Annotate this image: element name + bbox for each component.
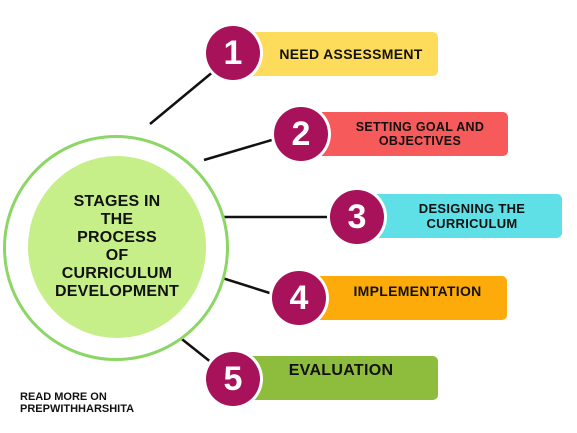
stage-5-box: EVALUATION [234, 356, 438, 400]
center-circle-inner: STAGES IN THE PROCESS OF CURRICULUM DEVE… [28, 156, 206, 338]
connector-line-2 [203, 135, 283, 162]
stage-3-label: DESIGNING THE CURRICULUM [418, 201, 526, 231]
stage-5-number-badge: 5 [206, 352, 260, 406]
stage-4-label: IMPLEMENTATION [353, 283, 482, 299]
stage-3-number-badge: 3 [330, 190, 384, 244]
stage-5-number: 5 [223, 359, 243, 398]
stage-2-label: SETTING GOAL AND OBJECTIVES [355, 120, 485, 148]
stage-3-number: 3 [347, 197, 367, 236]
stage-4-number-badge: 4 [272, 271, 326, 325]
stage-2-number-badge: 2 [274, 107, 328, 161]
stage-1-box: NEED ASSESSMENT [236, 32, 438, 76]
center-circle: STAGES IN THE PROCESS OF CURRICULUM DEVE… [3, 135, 229, 361]
center-title: STAGES IN THE PROCESS OF CURRICULUM DEVE… [55, 193, 179, 300]
stage-1-number: 1 [223, 33, 243, 72]
stage-2-number: 2 [291, 114, 311, 153]
read-more-footer: READ MORE ON PREPWITHHARSHITA [20, 391, 135, 415]
stage-3-box: DESIGNING THE CURRICULUM [356, 194, 562, 238]
stage-4-number: 4 [289, 278, 309, 317]
stage-5-label: EVALUATION [288, 362, 394, 379]
connector-line-1 [149, 70, 215, 125]
stage-4-box: IMPLEMENTATION [300, 276, 507, 320]
stage-1-number-badge: 1 [206, 26, 260, 80]
stage-2-box: SETTING GOAL AND OBJECTIVES [300, 112, 508, 156]
stage-1-label: NEED ASSESSMENT [279, 46, 423, 62]
